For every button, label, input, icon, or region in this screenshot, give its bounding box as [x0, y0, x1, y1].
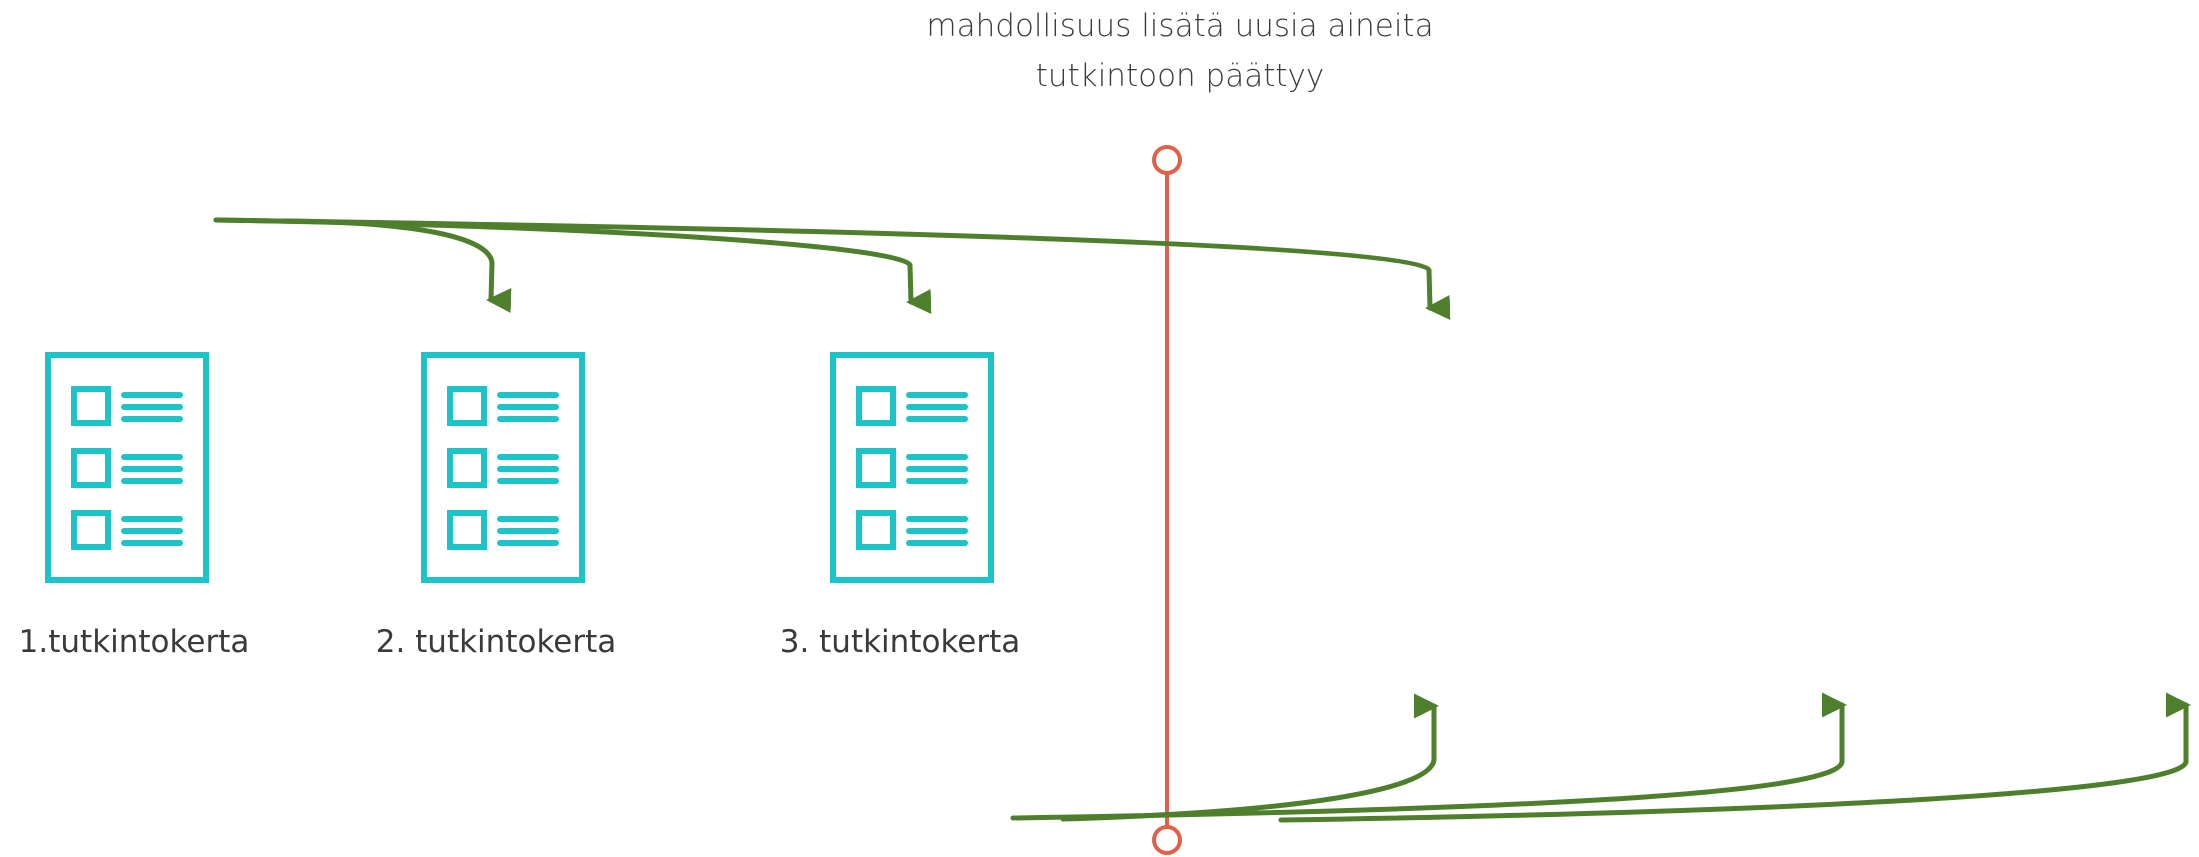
bottom-arrow-3	[1278, 692, 2191, 823]
document-1	[45, 352, 209, 583]
deadline-caption-line-1: mahdollisuus lisätä uusia aineita	[926, 8, 1433, 44]
top-arrow-1	[280, 218, 512, 314]
document-list-icon	[421, 352, 585, 583]
top-arrow-3	[213, 217, 1451, 320]
bottom-arrows	[1010, 692, 2191, 823]
deadline-marker	[1152, 145, 1182, 855]
document-3	[830, 352, 994, 583]
bottom-arrow-1	[1060, 693, 1439, 822]
document-label-1: 1.tutkintokerta	[19, 624, 250, 660]
document-label-2: 2. tutkintokerta	[376, 624, 617, 660]
document-list-icon	[830, 352, 994, 583]
top-arrows	[213, 217, 1451, 320]
bottom-arrow-2	[1010, 692, 1847, 821]
document-2	[421, 352, 585, 583]
deadline-caption-line-2: tutkintoon päättyy	[1036, 58, 1324, 94]
deadline-top-circle	[1152, 145, 1182, 175]
document-label-3: 3. tutkintokerta	[780, 624, 1021, 660]
deadline-bottom-circle	[1152, 825, 1182, 855]
document-list-icon	[45, 352, 209, 583]
